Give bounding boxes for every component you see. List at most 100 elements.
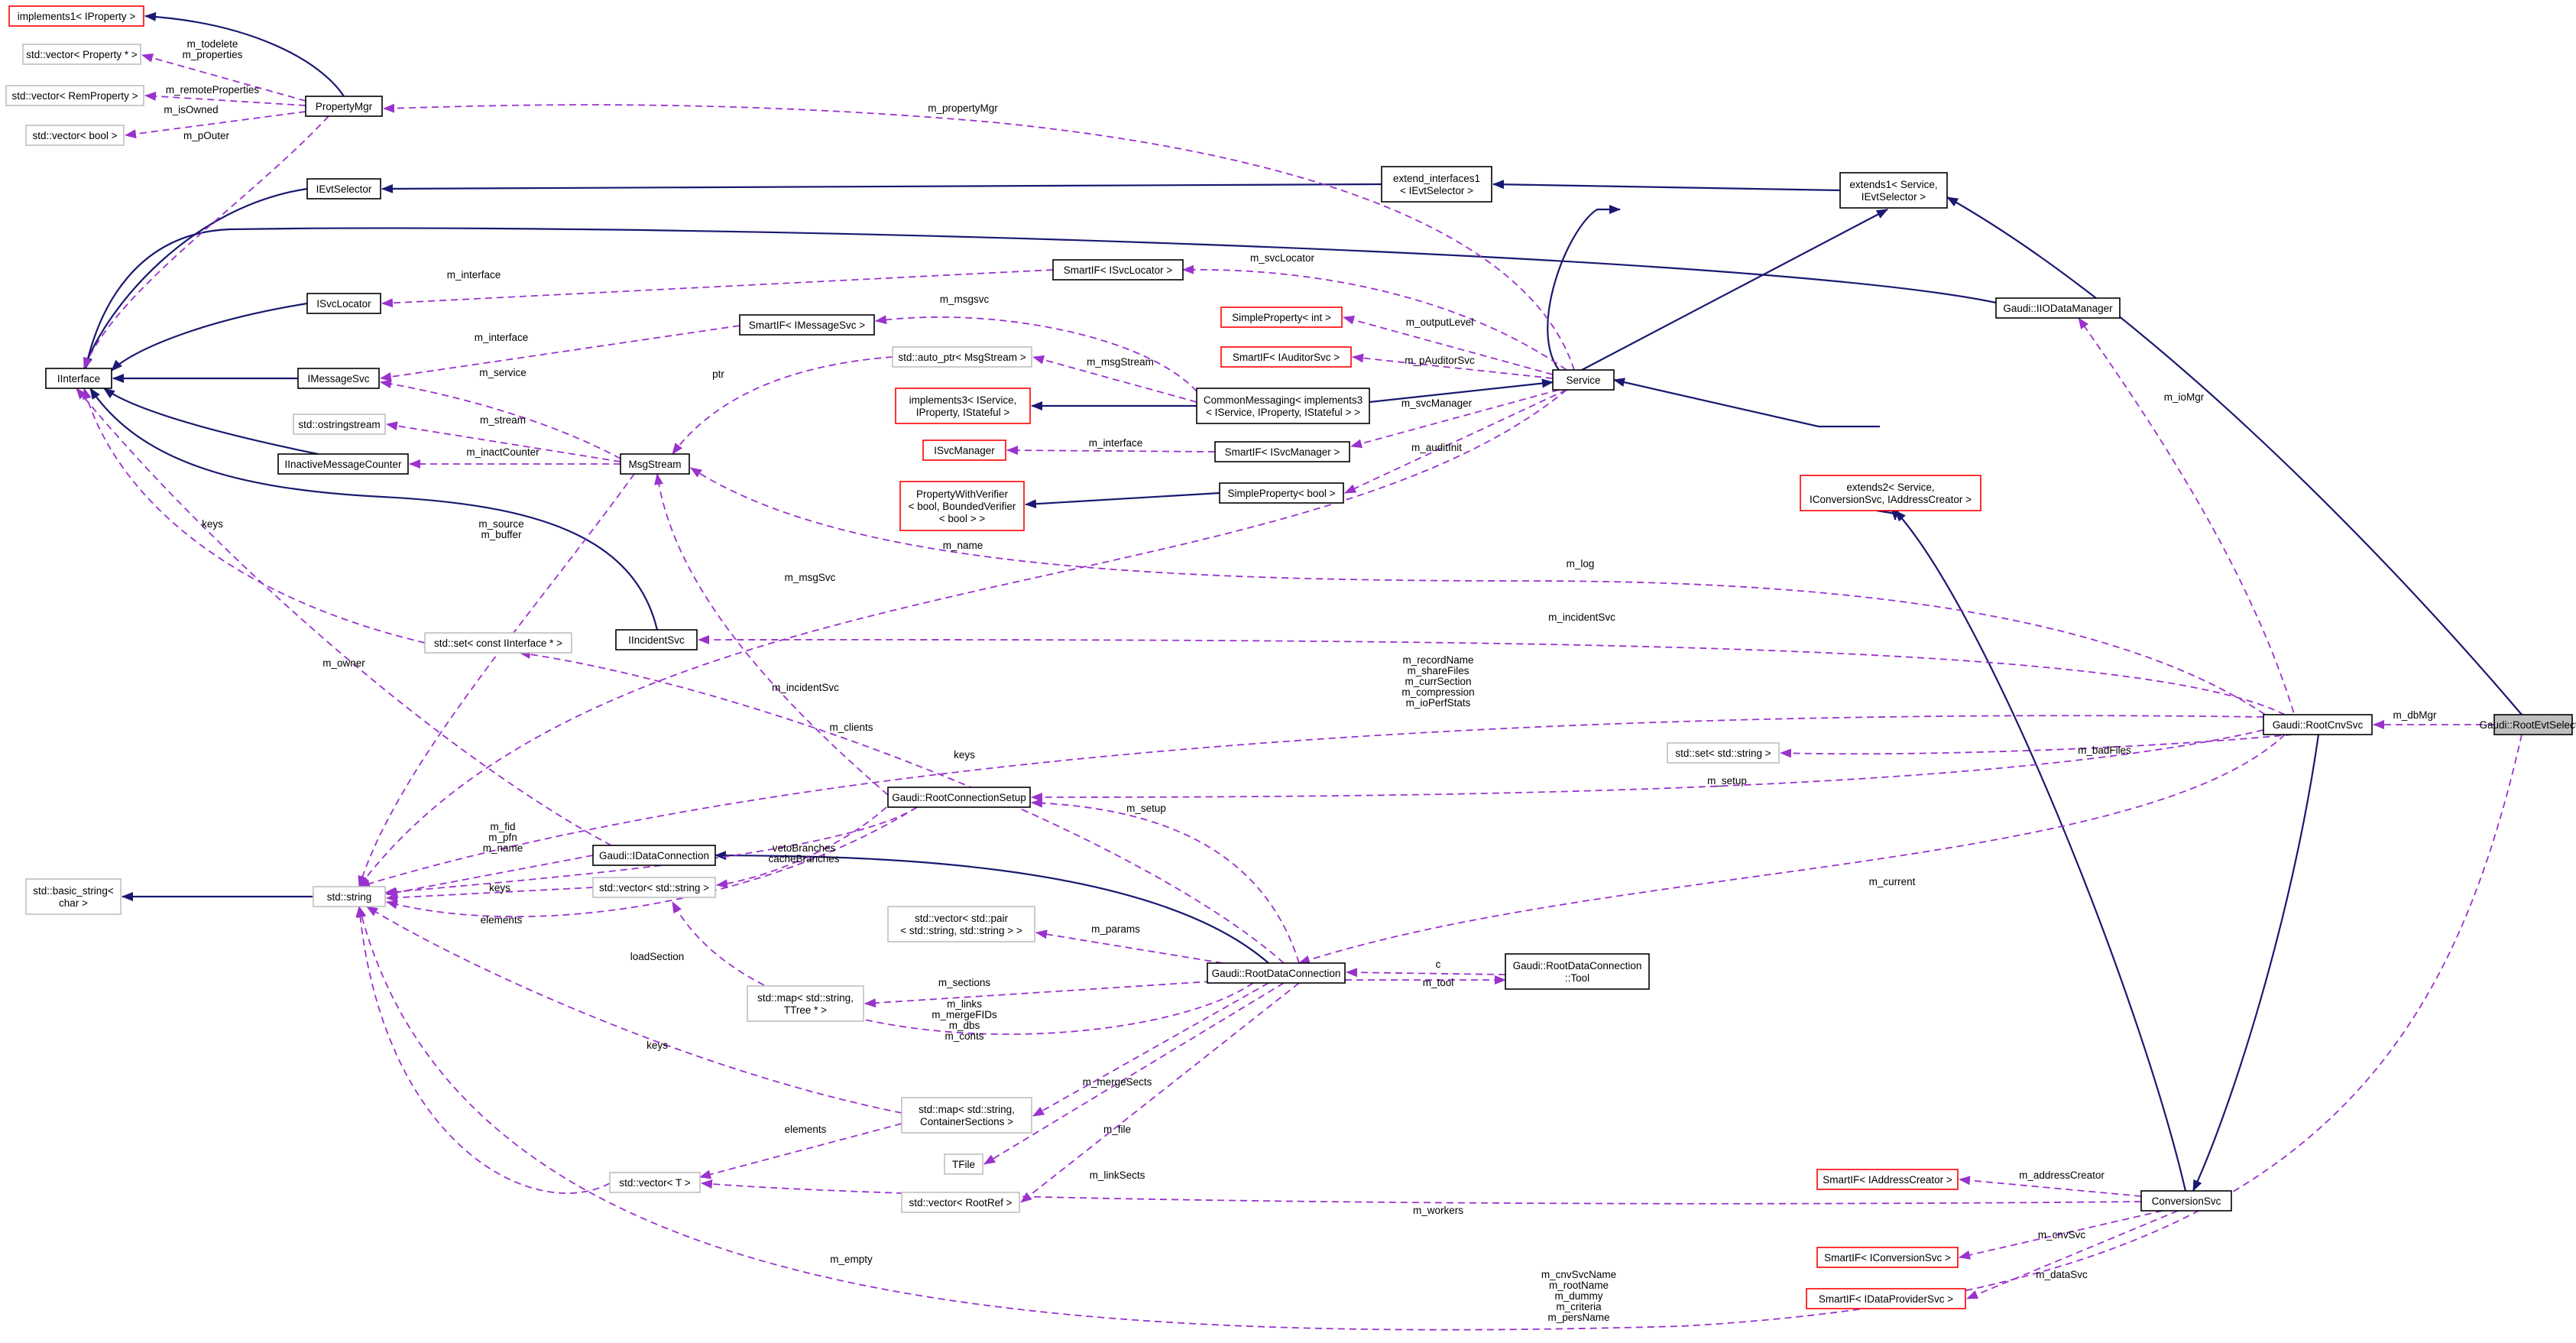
class-node-propertymgr[interactable]: PropertyMgr	[305, 96, 383, 117]
class-box[interactable]	[901, 1192, 1020, 1213]
class-box[interactable]	[1505, 953, 1650, 990]
class-box[interactable]	[944, 1153, 983, 1175]
class-box[interactable]	[1214, 441, 1350, 462]
class-box[interactable]	[25, 125, 125, 146]
class-box[interactable]	[2493, 714, 2573, 735]
class-node-imessagesvc[interactable]: IMessageSvc	[297, 368, 380, 389]
class-box[interactable]	[620, 453, 690, 475]
class-node-conversionsvc[interactable]: ConversionSvc	[2140, 1190, 2232, 1212]
class-node-tfile[interactable]: TFile	[944, 1153, 983, 1175]
class-box[interactable]	[899, 481, 1025, 531]
class-box[interactable]	[615, 629, 698, 650]
class-box[interactable]	[739, 314, 875, 336]
class-node-vector-t[interactable]: std::vector< T >	[609, 1172, 701, 1193]
class-node-set-iinterface[interactable]: std::set< const IInterface * >	[424, 632, 572, 654]
class-box[interactable]	[424, 632, 572, 654]
class-node-giodatamanager[interactable]: Gaudi::IIODataManager	[1995, 297, 2121, 319]
class-node-smartif-isvclocator[interactable]: SmartIF< ISvcLocator >	[1052, 259, 1184, 281]
class-node-extend-interfaces1[interactable]: extend_interfaces1< IEvtSelector >	[1381, 166, 1492, 203]
class-box[interactable]	[592, 877, 716, 898]
class-box[interactable]	[901, 1097, 1032, 1134]
class-node-set-string[interactable]: std::set< std::string >	[1667, 742, 1780, 764]
class-node-auto-ptr-msgstream[interactable]: std::auto_ptr< MsgStream >	[892, 346, 1032, 368]
class-box[interactable]	[2263, 714, 2373, 735]
class-node-vector-rootref[interactable]: std::vector< RootRef >	[901, 1192, 1020, 1213]
class-node-vector-bool[interactable]: std::vector< bool >	[25, 125, 125, 146]
class-node-vector-property[interactable]: std::vector< Property * >	[22, 44, 141, 65]
class-node-smartif-imessagesvc[interactable]: SmartIF< IMessageSvc >	[739, 314, 875, 336]
class-node-commonmessaging[interactable]: CommonMessaging< implements3< IService, …	[1196, 388, 1370, 424]
class-box[interactable]	[8, 5, 144, 27]
class-box[interactable]	[1381, 166, 1492, 203]
class-node-vector-remproperty[interactable]: std::vector< RemProperty >	[5, 85, 144, 106]
class-node-rootcnvsvc[interactable]: Gaudi::RootCnvSvc	[2263, 714, 2373, 735]
class-node-vector-pair[interactable]: std::vector< std::pair< std::string, std…	[887, 906, 1035, 942]
class-node-smartif-idataprovidersvc[interactable]: SmartIF< IDataProviderSvc >	[1806, 1288, 1966, 1309]
class-node-smartif-isvcmanager[interactable]: SmartIF< ISvcManager >	[1214, 441, 1350, 462]
class-box[interactable]	[277, 453, 409, 475]
class-node-simpleproperty-int[interactable]: SimpleProperty< int >	[1220, 307, 1343, 328]
class-box[interactable]	[1207, 962, 1346, 984]
class-node-map-containersections[interactable]: std::map< std::string,ContainerSections …	[901, 1097, 1032, 1134]
class-node-msgstream[interactable]: MsgStream	[620, 453, 690, 475]
class-box[interactable]	[1052, 259, 1184, 281]
class-node-ievtselector[interactable]: IEvtSelector	[306, 178, 381, 200]
class-box[interactable]	[1816, 1247, 1959, 1268]
class-box[interactable]	[1220, 346, 1352, 368]
class-box[interactable]	[313, 886, 386, 907]
class-node-rootdataconnection-tool[interactable]: Gaudi::RootDataConnection::Tool	[1505, 953, 1650, 990]
class-node-vector-string[interactable]: std::vector< std::string >	[592, 877, 716, 898]
class-node-basic-string[interactable]: std::basic_string<char >	[25, 878, 122, 915]
class-node-ostringstream[interactable]: std::ostringstream	[293, 414, 386, 435]
class-node-extends1[interactable]: extends1< Service,IEvtSelector >	[1839, 172, 1948, 209]
class-node-iincidentsvc[interactable]: IIncidentSvc	[615, 629, 698, 650]
class-node-rootevtselector[interactable]: Gaudi::RootEvtSelector	[2479, 714, 2576, 735]
class-node-smartif-iaddresscreator[interactable]: SmartIF< IAddressCreator >	[1816, 1169, 1959, 1190]
class-node-isvcmanager[interactable]: ISvcManager	[922, 440, 1006, 461]
class-box[interactable]	[293, 414, 386, 435]
class-box[interactable]	[306, 178, 381, 200]
class-box[interactable]	[1196, 388, 1370, 424]
class-box[interactable]	[1800, 475, 1981, 511]
class-box[interactable]	[45, 368, 112, 389]
class-box[interactable]	[297, 368, 380, 389]
class-box[interactable]	[887, 787, 1031, 808]
class-node-iinactivemessagecounter[interactable]: IInactiveMessageCounter	[277, 453, 409, 475]
class-box[interactable]	[1220, 307, 1343, 328]
class-box[interactable]	[1816, 1169, 1959, 1190]
class-box[interactable]	[1839, 172, 1948, 209]
class-box[interactable]	[1806, 1288, 1966, 1309]
class-box[interactable]	[306, 293, 381, 314]
class-box[interactable]	[1219, 482, 1344, 504]
class-node-rootconnectionsetup[interactable]: Gaudi::RootConnectionSetup	[887, 787, 1031, 808]
class-box[interactable]	[895, 388, 1031, 424]
class-box[interactable]	[887, 906, 1035, 942]
class-box[interactable]	[892, 346, 1032, 368]
class-box[interactable]	[25, 878, 122, 915]
class-box[interactable]	[1995, 297, 2121, 319]
class-box[interactable]	[5, 85, 144, 106]
class-node-extends2[interactable]: extends2< Service,IConversionSvc, IAddre…	[1800, 475, 1981, 511]
class-node-propertywithverifier[interactable]: PropertyWithVerifier< bool, BoundedVerif…	[899, 481, 1025, 531]
class-box[interactable]	[2140, 1190, 2232, 1212]
class-box[interactable]	[1667, 742, 1780, 764]
class-box[interactable]	[22, 44, 141, 65]
class-node-simpleproperty-bool[interactable]: SimpleProperty< bool >	[1219, 482, 1344, 504]
class-box[interactable]	[609, 1172, 701, 1193]
class-box[interactable]	[747, 985, 864, 1022]
class-node-smartif-iauditorsvc[interactable]: SmartIF< IAuditorSvc >	[1220, 346, 1352, 368]
class-node-service[interactable]: Service	[1552, 369, 1615, 391]
class-node-rootdataconnection[interactable]: Gaudi::RootDataConnection	[1207, 962, 1346, 984]
class-node-implements3[interactable]: implements3< IService,IProperty, IStatef…	[895, 388, 1031, 424]
class-box[interactable]	[305, 96, 383, 117]
class-node-map-ttree[interactable]: std::map< std::string,TTree * >	[747, 985, 864, 1022]
class-node-iinterface[interactable]: IInterface	[45, 368, 112, 389]
class-node-implements1-iproperty[interactable]: implements1< IProperty >	[8, 5, 144, 27]
class-box[interactable]	[1552, 369, 1615, 391]
class-node-isvclocator[interactable]: ISvcLocator	[306, 293, 381, 314]
class-box[interactable]	[922, 440, 1006, 461]
class-node-idataconnection[interactable]: Gaudi::IDataConnection	[592, 845, 716, 866]
class-node-std-string[interactable]: std::string	[313, 886, 386, 907]
class-node-smartif-iconversionsvc[interactable]: SmartIF< IConversionSvc >	[1816, 1247, 1959, 1268]
class-box[interactable]	[592, 845, 716, 866]
